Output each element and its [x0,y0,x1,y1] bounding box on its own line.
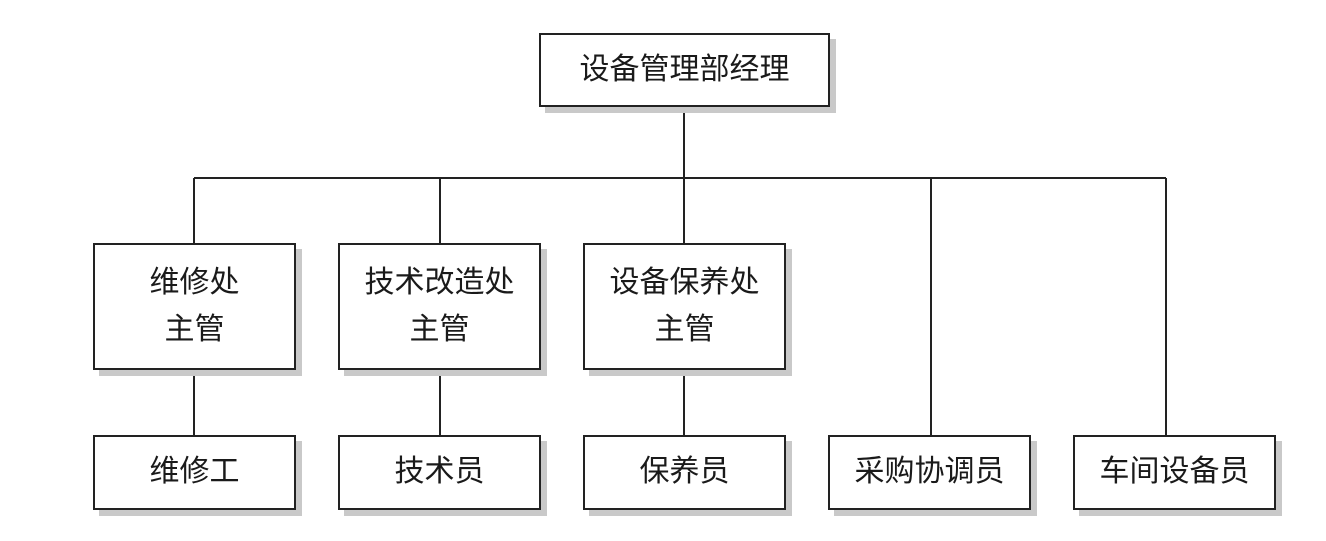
manager-node-weixiu: 维修处 主管 [93,243,296,370]
staff-node-baoyangyuan: 保养员 [583,435,786,510]
root-node: 设备管理部经理 [539,33,830,107]
staff-label: 采购协调员 [854,454,1005,490]
manager-node-jishu: 技术改造处 主管 [338,243,541,370]
staff-node-caigou: 采购协调员 [828,435,1031,510]
manager-label-line1: 维修处 [149,265,240,300]
staff-node-weixiugong: 维修工 [93,435,296,510]
staff-label: 车间设备员 [1099,454,1250,490]
manager-label-line2: 主管 [164,311,225,347]
manager-label-line1: 设备保养处 [609,265,760,300]
root-label: 设备管理部经理 [579,51,790,87]
manager-label-line2: 主管 [409,311,470,347]
staff-node-chejian: 车间设备员 [1073,435,1276,510]
staff-label: 技术员 [394,454,485,490]
manager-label-line2: 主管 [654,311,715,347]
manager-node-baoyang: 设备保养处 主管 [583,243,786,370]
staff-label: 维修工 [149,454,240,490]
manager-label-line1: 技术改造处 [364,265,515,300]
staff-node-jishuyuan: 技术员 [338,435,541,510]
staff-label: 保养员 [639,454,730,490]
